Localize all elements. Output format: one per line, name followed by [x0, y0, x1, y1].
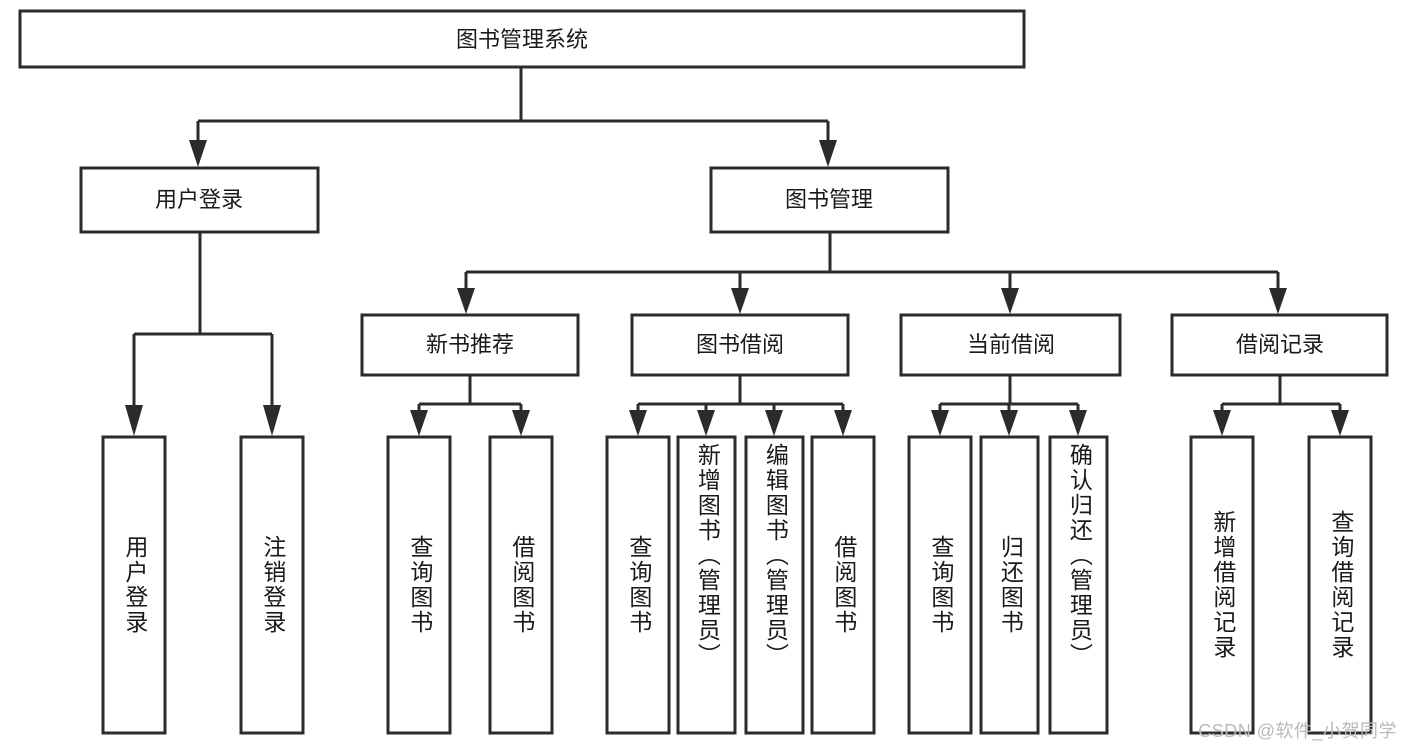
node-book-borrow-label: 图书借阅 [696, 332, 784, 357]
arrow-head-leaf-add-book-admin [697, 410, 715, 436]
node-user-login-label: 用户登录 [155, 187, 243, 212]
node-leaf-query-book-2-box[interactable] [605, 435, 671, 735]
arrow-head-leaf-edit-book-admin [765, 410, 783, 436]
node-leaf-query-borrow-record-box[interactable] [1307, 435, 1373, 735]
connector-group [125, 67, 1349, 436]
node-leaf-borrow-book-2-box[interactable] [810, 435, 876, 735]
arrow-head-leaf-add-borrow-record [1213, 410, 1231, 436]
node-book-manage-label: 图书管理 [785, 187, 873, 212]
arrow-head-borrow-record [1269, 288, 1287, 314]
arrow-head-leaf-return-book [1000, 410, 1018, 436]
node-leaf-add-borrow-record-box[interactable] [1189, 435, 1255, 735]
arrow-head-user-login [189, 140, 207, 167]
node-leaf-query-book-1-box[interactable] [386, 435, 452, 735]
node-leaf-confirm-return-admin-box[interactable] [1048, 435, 1109, 735]
arrow-head-leaf-query-book-2 [629, 410, 647, 436]
node-book-borrow[interactable]: 图书借阅 [630, 313, 850, 377]
arrow-head-current-borrow [1001, 288, 1019, 314]
arrow-head-leaf-confirm-return-admin [1069, 410, 1087, 436]
node-book-borrow-box[interactable] [630, 313, 850, 377]
arrow-head-leaf-borrow-book-2 [834, 410, 852, 436]
node-leaf-query-book-3-box[interactable] [907, 435, 973, 735]
node-leaf-borrow-book-1-box[interactable] [488, 435, 554, 735]
node-current-borrow[interactable]: 当前借阅 [899, 313, 1122, 377]
node-root-box[interactable] [18, 9, 1026, 69]
arrow-head-book-borrow [731, 288, 749, 314]
node-current-borrow-box[interactable] [899, 313, 1122, 377]
node-leaf-return-book-box[interactable] [979, 435, 1040, 735]
node-borrow-record[interactable]: 借阅记录 [1170, 313, 1389, 377]
arrow-head-leaf-query-book-1 [410, 410, 428, 436]
arrow-head-leaf-query-book-3 [931, 410, 949, 436]
node-user-login-box[interactable] [79, 166, 320, 234]
node-new-book-recommend-label: 新书推荐 [426, 332, 514, 357]
node-new-book-recommend-box[interactable] [360, 313, 580, 377]
arrow-head-leaf-borrow-book-1 [512, 410, 530, 436]
arrow-head-leaf-logout-login [263, 405, 281, 436]
node-book-manage-box[interactable] [709, 166, 950, 234]
node-borrow-record-box[interactable] [1170, 313, 1389, 377]
arrow-head-book-manage [819, 140, 837, 167]
node-current-borrow-label: 当前借阅 [967, 332, 1055, 357]
node-leaf-edit-book-admin-box[interactable] [744, 435, 805, 735]
arrow-head-leaf-user-login [125, 405, 143, 436]
node-user-login[interactable]: 用户登录 [79, 166, 320, 234]
node-book-manage[interactable]: 图书管理 [709, 166, 950, 234]
node-leaf-add-book-admin-box[interactable] [676, 435, 737, 735]
node-root[interactable]: 图书管理系统 [18, 9, 1026, 69]
csdn-watermark: CSDN @软件_小贺同学 [1198, 721, 1397, 741]
node-leaf-user-login-box[interactable] [101, 435, 167, 735]
arrow-head-leaf-query-borrow-record [1331, 410, 1349, 436]
node-leaf-logout-login-box[interactable] [239, 435, 305, 735]
node-root-label: 图书管理系统 [456, 27, 588, 52]
arrow-head-new-book-recommend [457, 288, 475, 314]
node-new-book-recommend[interactable]: 新书推荐 [360, 313, 580, 377]
node-borrow-record-label: 借阅记录 [1236, 332, 1324, 357]
